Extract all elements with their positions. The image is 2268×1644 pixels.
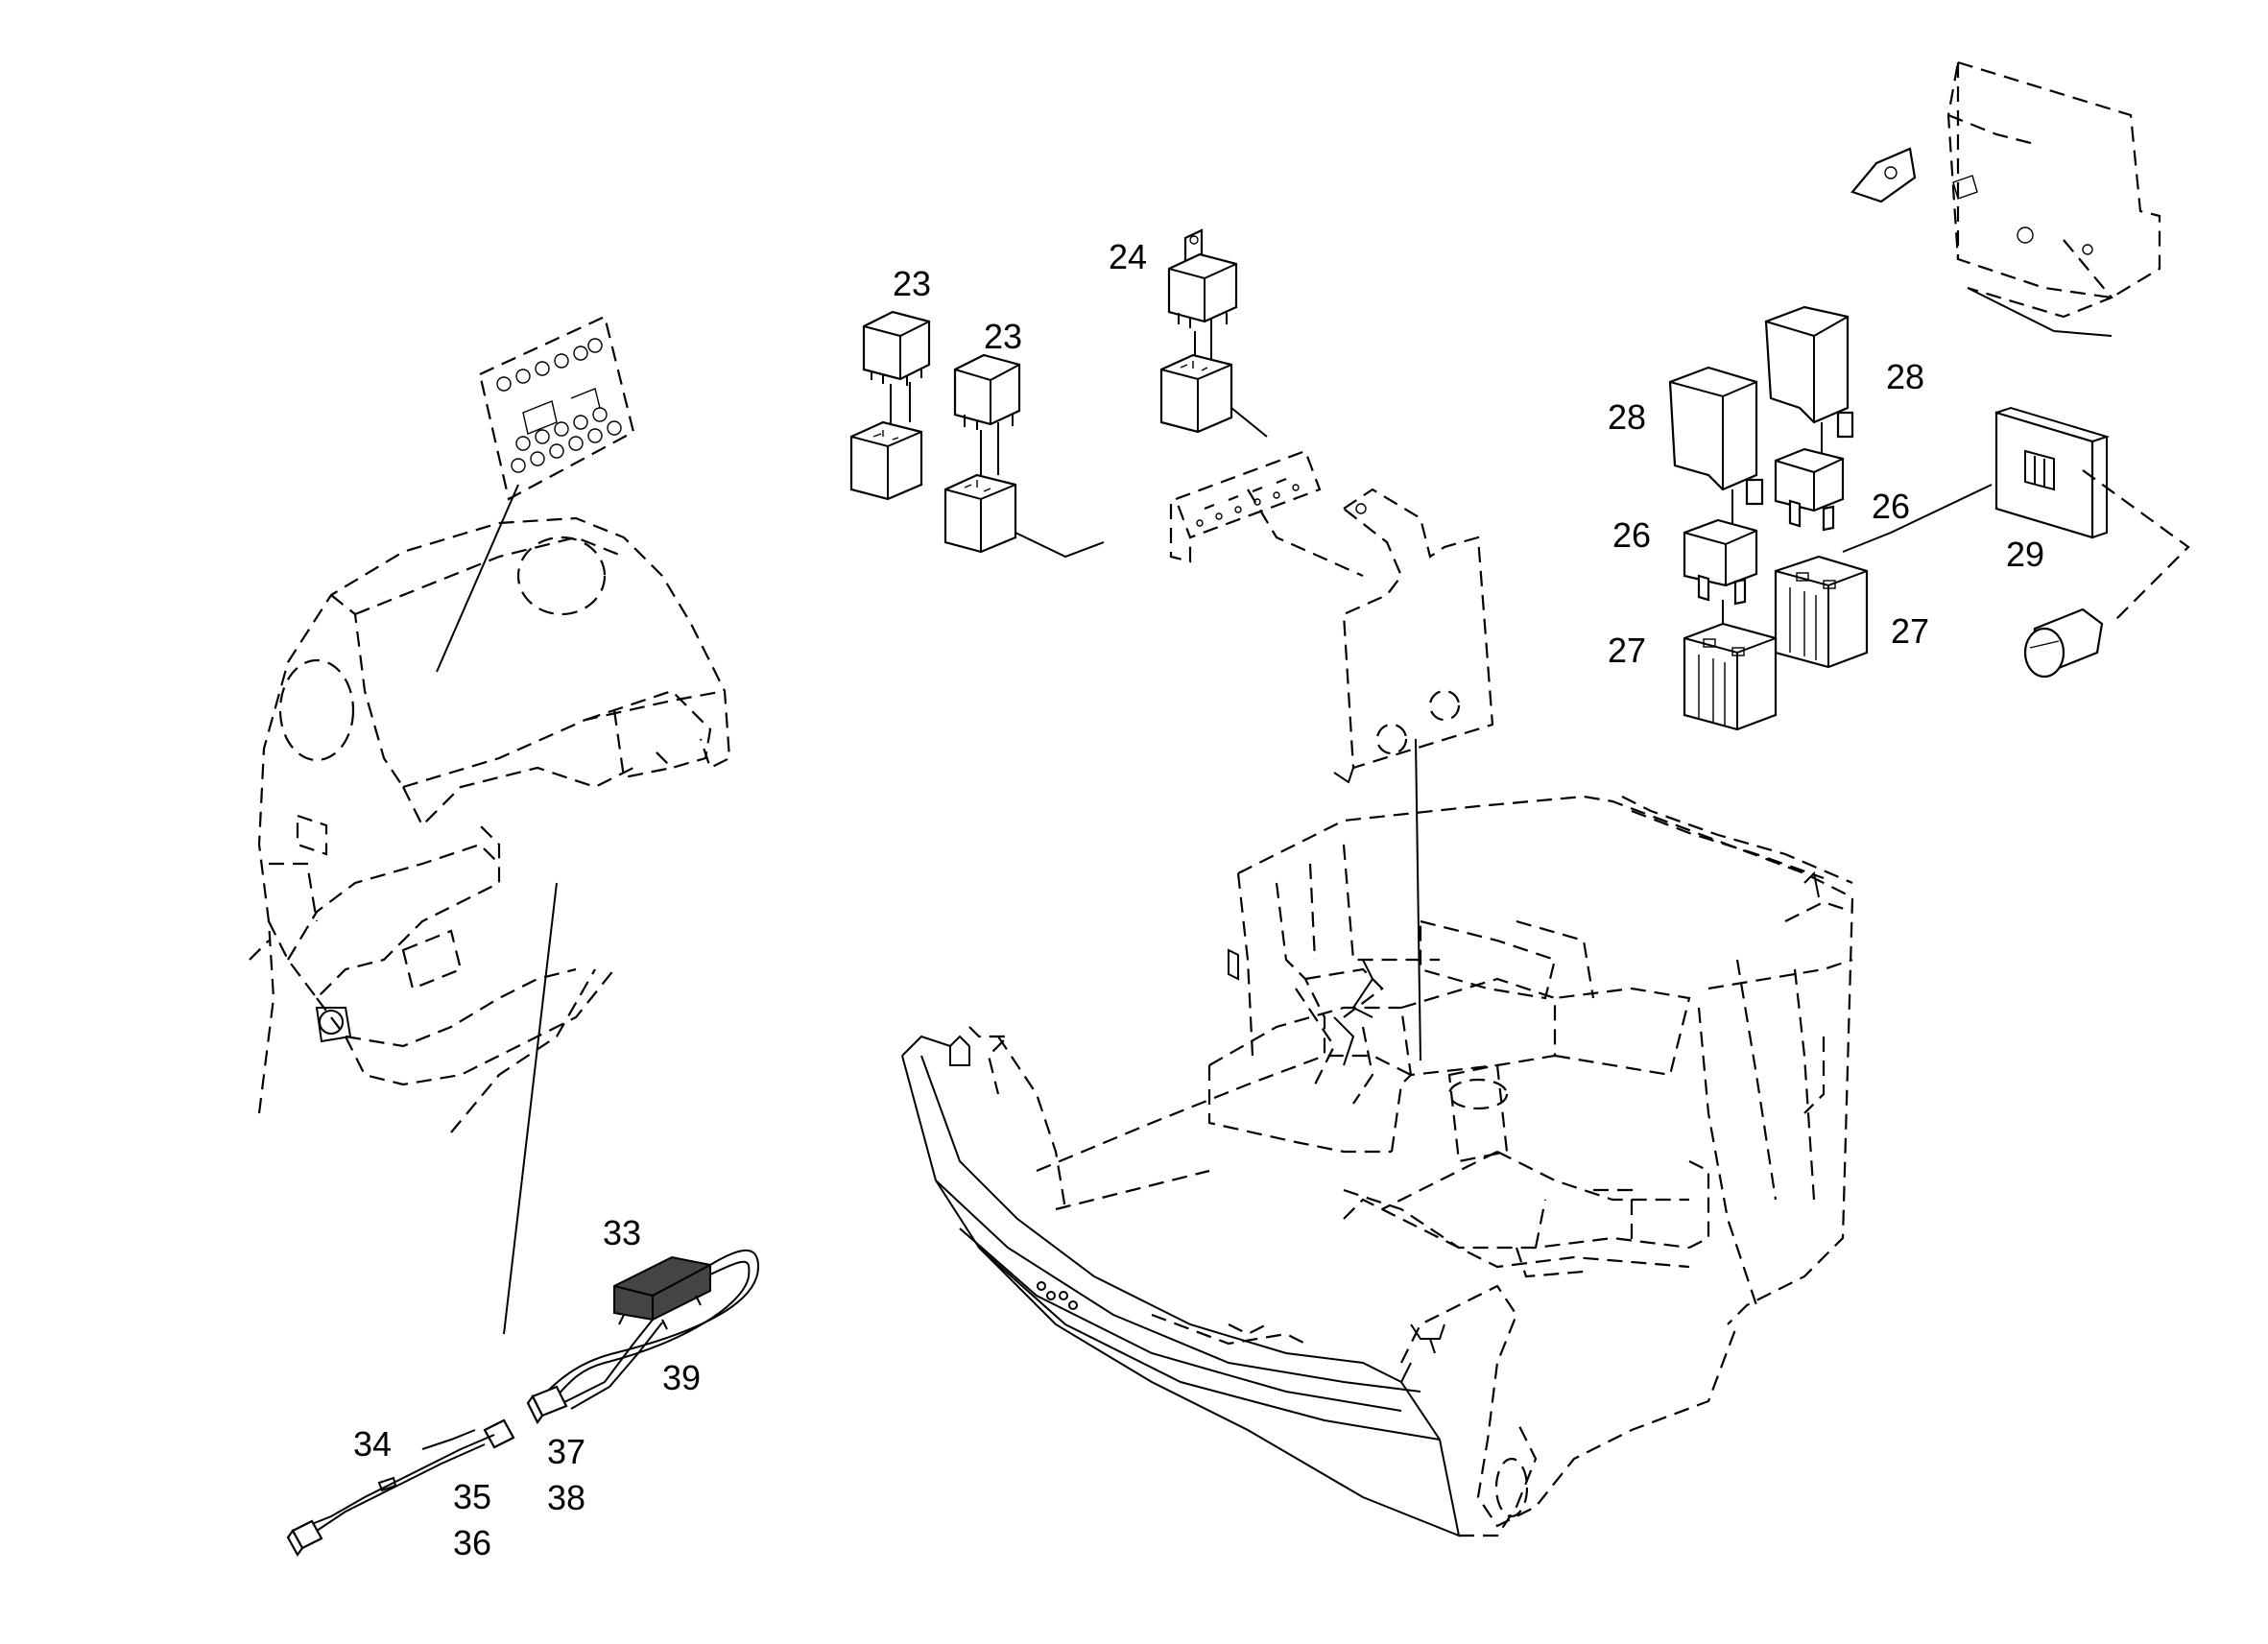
fuse-cover-28-right — [1764, 305, 1854, 461]
relay-23-right — [943, 353, 1105, 559]
callout-35: 35 — [453, 1477, 491, 1516]
callout-23-right: 23 — [984, 317, 1022, 356]
fuse-cover-28-left — [1668, 366, 1764, 533]
callout-27-left: 27 — [1608, 631, 1646, 670]
mounting-bracket — [1333, 488, 1494, 1061]
callout-34: 34 — [353, 1424, 392, 1464]
callout-27-right: 27 — [1891, 611, 1929, 651]
front-bumper — [901, 1026, 1739, 1537]
switch-panel — [478, 315, 635, 501]
bracket-upper-right — [1850, 60, 2161, 337]
relay-24 — [1159, 228, 1268, 438]
fuse-base-27-right — [1774, 555, 1869, 669]
callout-26-right: 26 — [1872, 487, 1910, 526]
fuse-26-right — [1774, 447, 1845, 532]
callout-33: 33 — [603, 1213, 641, 1252]
fuse-26-left — [1683, 518, 1758, 633]
callout-23-left: 23 — [893, 264, 931, 303]
dashboard-outline — [249, 484, 731, 1335]
callout-38: 38 — [547, 1478, 585, 1517]
callout-29: 29 — [2006, 535, 2044, 574]
screw — [2023, 608, 2104, 679]
callout-39: 39 — [662, 1358, 701, 1397]
relay-base-strip — [1169, 449, 1364, 578]
callout-36: 36 — [453, 1523, 491, 1562]
relay-23-left — [849, 310, 931, 501]
callout-37: 37 — [547, 1432, 585, 1471]
harness-39 — [526, 1249, 760, 1425]
fuse-base-27-left — [1683, 622, 1778, 731]
callout-26-left: 26 — [1612, 515, 1651, 555]
callout-28-right: 28 — [1886, 357, 1924, 396]
fuse-block-29 — [1842, 406, 2190, 625]
callout-28-left: 28 — [1608, 397, 1646, 437]
harness-34 — [286, 1418, 515, 1558]
resistor-33 — [613, 1255, 711, 1330]
floor-frame — [1207, 795, 1854, 1325]
callout-24: 24 — [1109, 237, 1147, 276]
